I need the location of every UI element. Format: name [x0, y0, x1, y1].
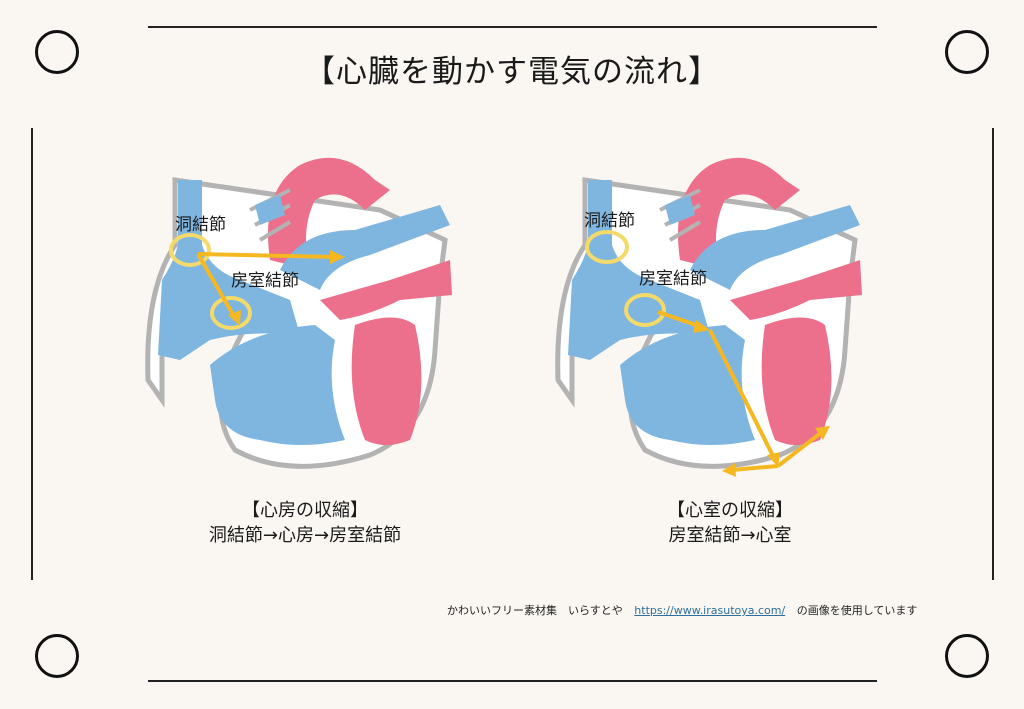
- corner-hole-bottom-left: [35, 634, 79, 678]
- sa-node-label-left: 洞結節: [175, 215, 226, 235]
- av-node-marker: [210, 296, 252, 330]
- sa-node-marker: [169, 233, 211, 267]
- frame-right-line: [992, 128, 994, 580]
- image-credit: かわいいフリー素材集 いらすとや https://www.irasutoya.c…: [447, 602, 917, 618]
- caption-ventricular-flow: 房室結節→心室: [668, 525, 792, 546]
- av-node-label-left: 房室結節: [231, 271, 299, 291]
- heart-illustration: [555, 157, 862, 469]
- frame-left-line: [31, 128, 33, 580]
- page-title: 【心臓を動かす電気の流れ】: [304, 54, 720, 90]
- frame-top-line: [148, 26, 877, 28]
- credit-prefix: かわいいフリー素材集 いらすとや: [447, 604, 623, 617]
- caption-ventricular: 【心室の収縮】 房室結節→心室: [630, 498, 830, 548]
- heart-illustration: [145, 157, 452, 469]
- corner-hole-top-left: [35, 30, 79, 74]
- signal-arrows: [657, 310, 830, 477]
- av-node-label-right: 房室結節: [639, 269, 707, 289]
- corner-hole-top-right: [945, 30, 989, 74]
- credit-link[interactable]: https://www.irasutoya.com/: [634, 604, 786, 617]
- caption-atrial-title: 【心房の収縮】: [242, 500, 368, 521]
- heart-diagram-ventricular: [555, 157, 862, 477]
- sa-node-marker: [585, 230, 629, 264]
- av-node-marker: [624, 293, 666, 327]
- corner-hole-bottom-right: [945, 634, 989, 678]
- heart-diagram-atrial: [145, 157, 452, 469]
- signal-arrows: [196, 250, 345, 326]
- caption-atrial: 【心房の収縮】 洞結節→心房→房室結節: [170, 498, 440, 548]
- frame-bottom-line: [148, 680, 877, 682]
- sa-node-label-right: 洞結節: [584, 211, 635, 231]
- caption-ventricular-title: 【心室の収縮】: [667, 500, 793, 521]
- credit-suffix: の画像を使用しています: [796, 604, 918, 617]
- caption-atrial-flow: 洞結節→心房→房室結節: [208, 525, 402, 546]
